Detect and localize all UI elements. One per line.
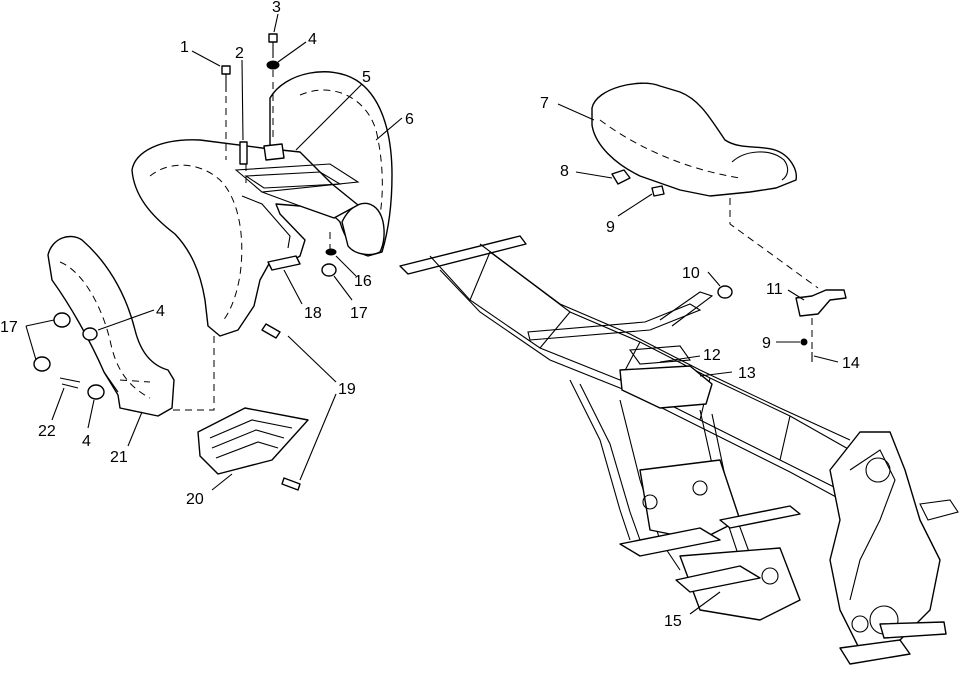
callout-2: 2 [235,45,244,62]
callout-19: 19 [338,381,356,398]
leader-lines [25,13,839,615]
callout-21: 21 [110,449,128,466]
assembly-guide-lines [168,70,819,411]
callout-4-top: 4 [308,31,317,48]
callout-3: 3 [272,0,281,16]
callout-14: 14 [842,355,860,372]
frame-part-15 [399,235,959,665]
callout-17-left: 17 [0,319,18,336]
callout-18: 18 [304,305,322,322]
callout-1: 1 [180,39,189,56]
callout-10: 10 [682,265,700,282]
callout-12: 12 [703,347,721,364]
callout-17-right: 17 [350,305,368,322]
seat-bracket-part-11 [795,289,847,362]
callout-labels: 1 2 3 4 5 6 7 8 9 10 11 9 14 12 13 16 17… [0,0,860,630]
callout-15: 15 [664,613,682,630]
callout-22: 22 [38,423,56,440]
callout-9-bracket: 9 [762,335,771,352]
footrest-part-20 [197,407,309,475]
cap-part-10 [717,285,733,299]
callout-8: 8 [560,163,569,180]
callout-11: 11 [766,281,783,298]
callout-5: 5 [362,69,371,86]
rear-fender-part-6 [131,71,393,337]
callout-6: 6 [405,111,414,128]
callout-20: 20 [186,491,204,508]
seat-part-7 [591,82,797,197]
callout-7: 7 [540,95,549,112]
callout-13: 13 [738,365,756,382]
callout-16: 16 [354,273,372,290]
fasteners-left [33,33,337,491]
callout-9-seat: 9 [606,219,615,236]
callout-4-left-lower: 4 [82,433,91,450]
callout-4-left-upper: 4 [156,303,165,320]
